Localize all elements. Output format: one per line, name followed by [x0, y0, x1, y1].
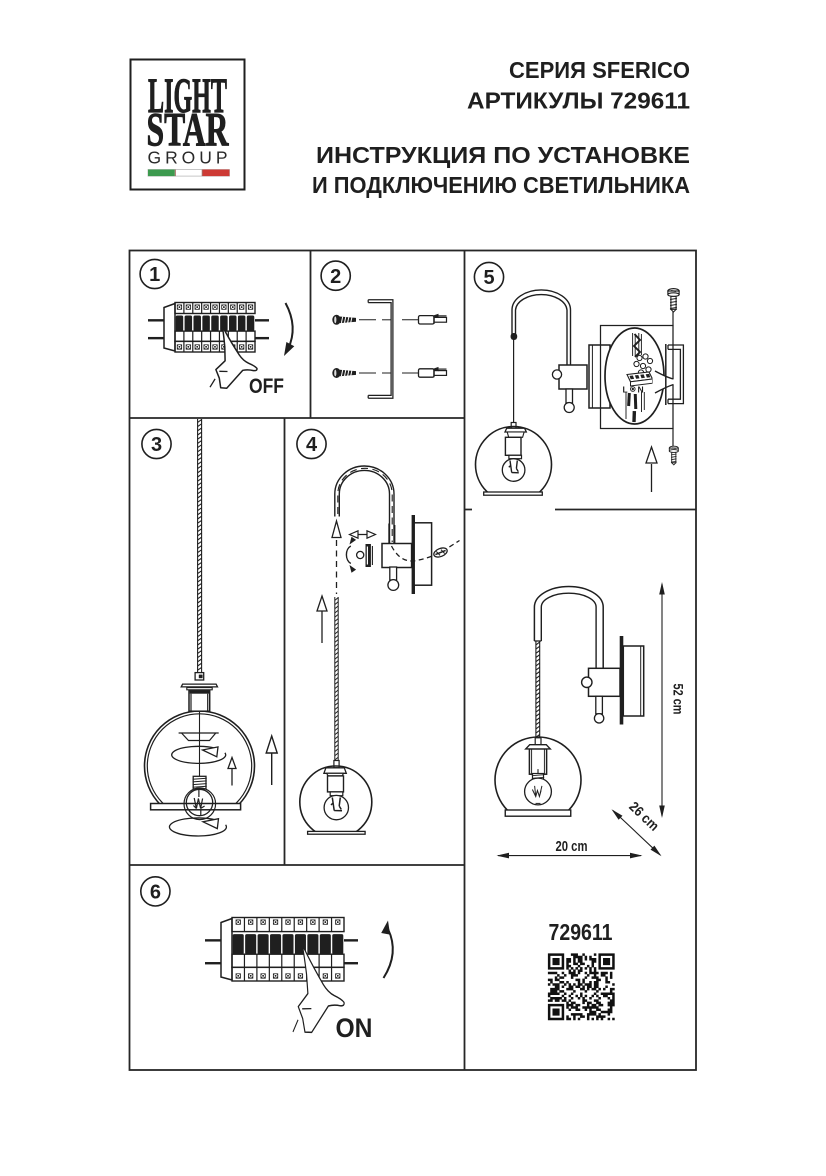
- svg-text:И ПОДКЛЮЧЕНИЮ СВЕТИЛЬНИКА: И ПОДКЛЮЧЕНИЮ СВЕТИЛЬНИКА: [312, 172, 690, 198]
- svg-text:LIGHT: LIGHT: [148, 67, 227, 123]
- svg-text:5: 5: [483, 267, 494, 289]
- svg-text:GROUP: GROUP: [148, 148, 228, 168]
- svg-text:20 cm: 20 cm: [556, 839, 588, 855]
- svg-text:АРТИКУЛЫ 729611: АРТИКУЛЫ 729611: [467, 87, 690, 113]
- svg-text:ИНСТРУКЦИЯ ПО УСТАНОВКЕ: ИНСТРУКЦИЯ ПО УСТАНОВКЕ: [316, 142, 690, 168]
- svg-text:52 cm: 52 cm: [671, 684, 686, 715]
- svg-text:1: 1: [149, 264, 160, 286]
- svg-text:L: L: [623, 385, 628, 395]
- svg-text:729611: 729611: [549, 919, 613, 945]
- svg-text:4: 4: [306, 434, 318, 456]
- svg-text:СЕРИЯ SFERICO: СЕРИЯ SFERICO: [509, 57, 690, 83]
- svg-text:3: 3: [151, 434, 162, 456]
- svg-text:6: 6: [150, 882, 161, 904]
- svg-text:N: N: [638, 385, 644, 395]
- svg-text:OFF: OFF: [249, 375, 284, 398]
- svg-text:ON: ON: [336, 1013, 373, 1043]
- svg-text:STAR: STAR: [147, 104, 230, 157]
- svg-text:2: 2: [330, 266, 341, 288]
